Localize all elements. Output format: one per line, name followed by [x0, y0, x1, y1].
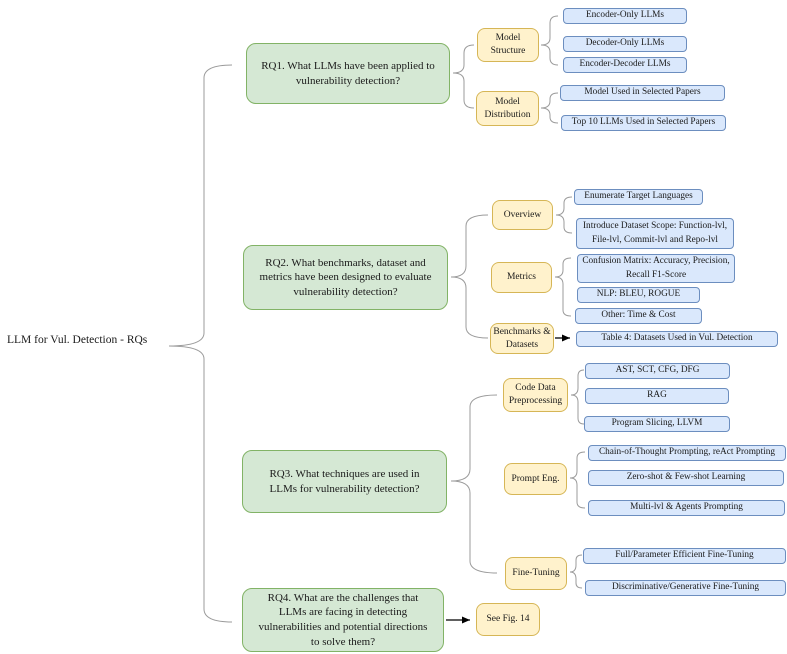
leaf-chain-of-thought: Chain-of-Thought Prompting, reAct Prompt… — [588, 445, 786, 461]
brace-root-to-rqs — [168, 64, 233, 623]
brace-rq3 — [450, 394, 498, 574]
brace-metrics — [554, 257, 572, 317]
leaf-enumerate-target-languages: Enumerate Target Languages — [574, 189, 703, 205]
category-code-data-preprocessing: Code Data Preprocessing — [503, 378, 568, 412]
rq3-box: RQ3. What techniques are used in LLMs fo… — [242, 450, 447, 513]
leaf-top-10-llms: Top 10 LLMs Used in Selected Papers — [561, 115, 726, 131]
category-prompt-eng: Prompt Eng. — [504, 463, 567, 495]
leaf-nlp-bleu-rogue: NLP: BLEU, ROGUE — [577, 287, 700, 303]
leaf-model-used-in-selected-papers: Model Used in Selected Papers — [560, 85, 725, 101]
category-model-distribution: Model Distribution — [476, 91, 539, 126]
category-overview: Overview — [492, 200, 553, 230]
brace-prompt-eng — [569, 451, 586, 509]
leaf-dataset-scope: Introduce Dataset Scope: Function-lvl, F… — [576, 218, 734, 249]
brace-overview — [555, 196, 573, 234]
leaf-rag: RAG — [585, 388, 729, 404]
leaf-other-time-cost: Other: Time & Cost — [575, 308, 702, 324]
leaf-full-peft: Full/Parameter Efficient Fine-Tuning — [583, 548, 786, 564]
leaf-ast-sct-cfg-dfg: AST, SCT, CFG, DFG — [585, 363, 730, 379]
leaf-multi-lvl-agents: Multi-lvl & Agents Prompting — [588, 500, 785, 516]
leaf-encoder-decoder-llms: Encoder-Decoder LLMs — [563, 57, 687, 73]
category-see-fig-14: See Fig. 14 — [476, 603, 540, 636]
leaf-discriminative-generative: Discriminative/Generative Fine-Tuning — [585, 580, 786, 596]
brace-rq2 — [450, 214, 489, 339]
category-metrics: Metrics — [491, 262, 552, 293]
leaf-decoder-only-llms: Decoder-Only LLMs — [563, 36, 687, 52]
brace-fine-tuning — [569, 554, 583, 589]
rq4-box: RQ4. What are the challenges that LLMs a… — [242, 588, 444, 652]
rq2-box: RQ2. What benchmarks, dataset and metric… — [243, 245, 448, 310]
leaf-confusion-matrix: Confusion Matrix: Accuracy, Precision, R… — [577, 254, 735, 283]
leaf-table4-datasets: Table 4: Datasets Used in Vul. Detection — [576, 331, 778, 347]
category-fine-tuning: Fine-Tuning — [505, 557, 567, 590]
brace-model-distribution — [540, 92, 559, 124]
category-benchmarks-datasets: Benchmarks & Datasets — [490, 323, 554, 354]
brace-model-structure — [540, 15, 559, 66]
leaf-zero-shot-few-shot: Zero-shot & Few-shot Learning — [588, 470, 784, 486]
brace-code-data-preprocessing — [570, 369, 585, 425]
leaf-encoder-only-llms: Encoder-Only LLMs — [563, 8, 687, 24]
rq1-box: RQ1. What LLMs have been applied to vuln… — [246, 43, 450, 104]
leaf-program-slicing-llvm: Program Slicing, LLVM — [584, 416, 730, 432]
brace-rq1 — [452, 44, 475, 109]
root-node-label: LLM for Vul. Detection - RQs — [7, 334, 148, 346]
category-model-structure: Model Structure — [477, 28, 539, 62]
